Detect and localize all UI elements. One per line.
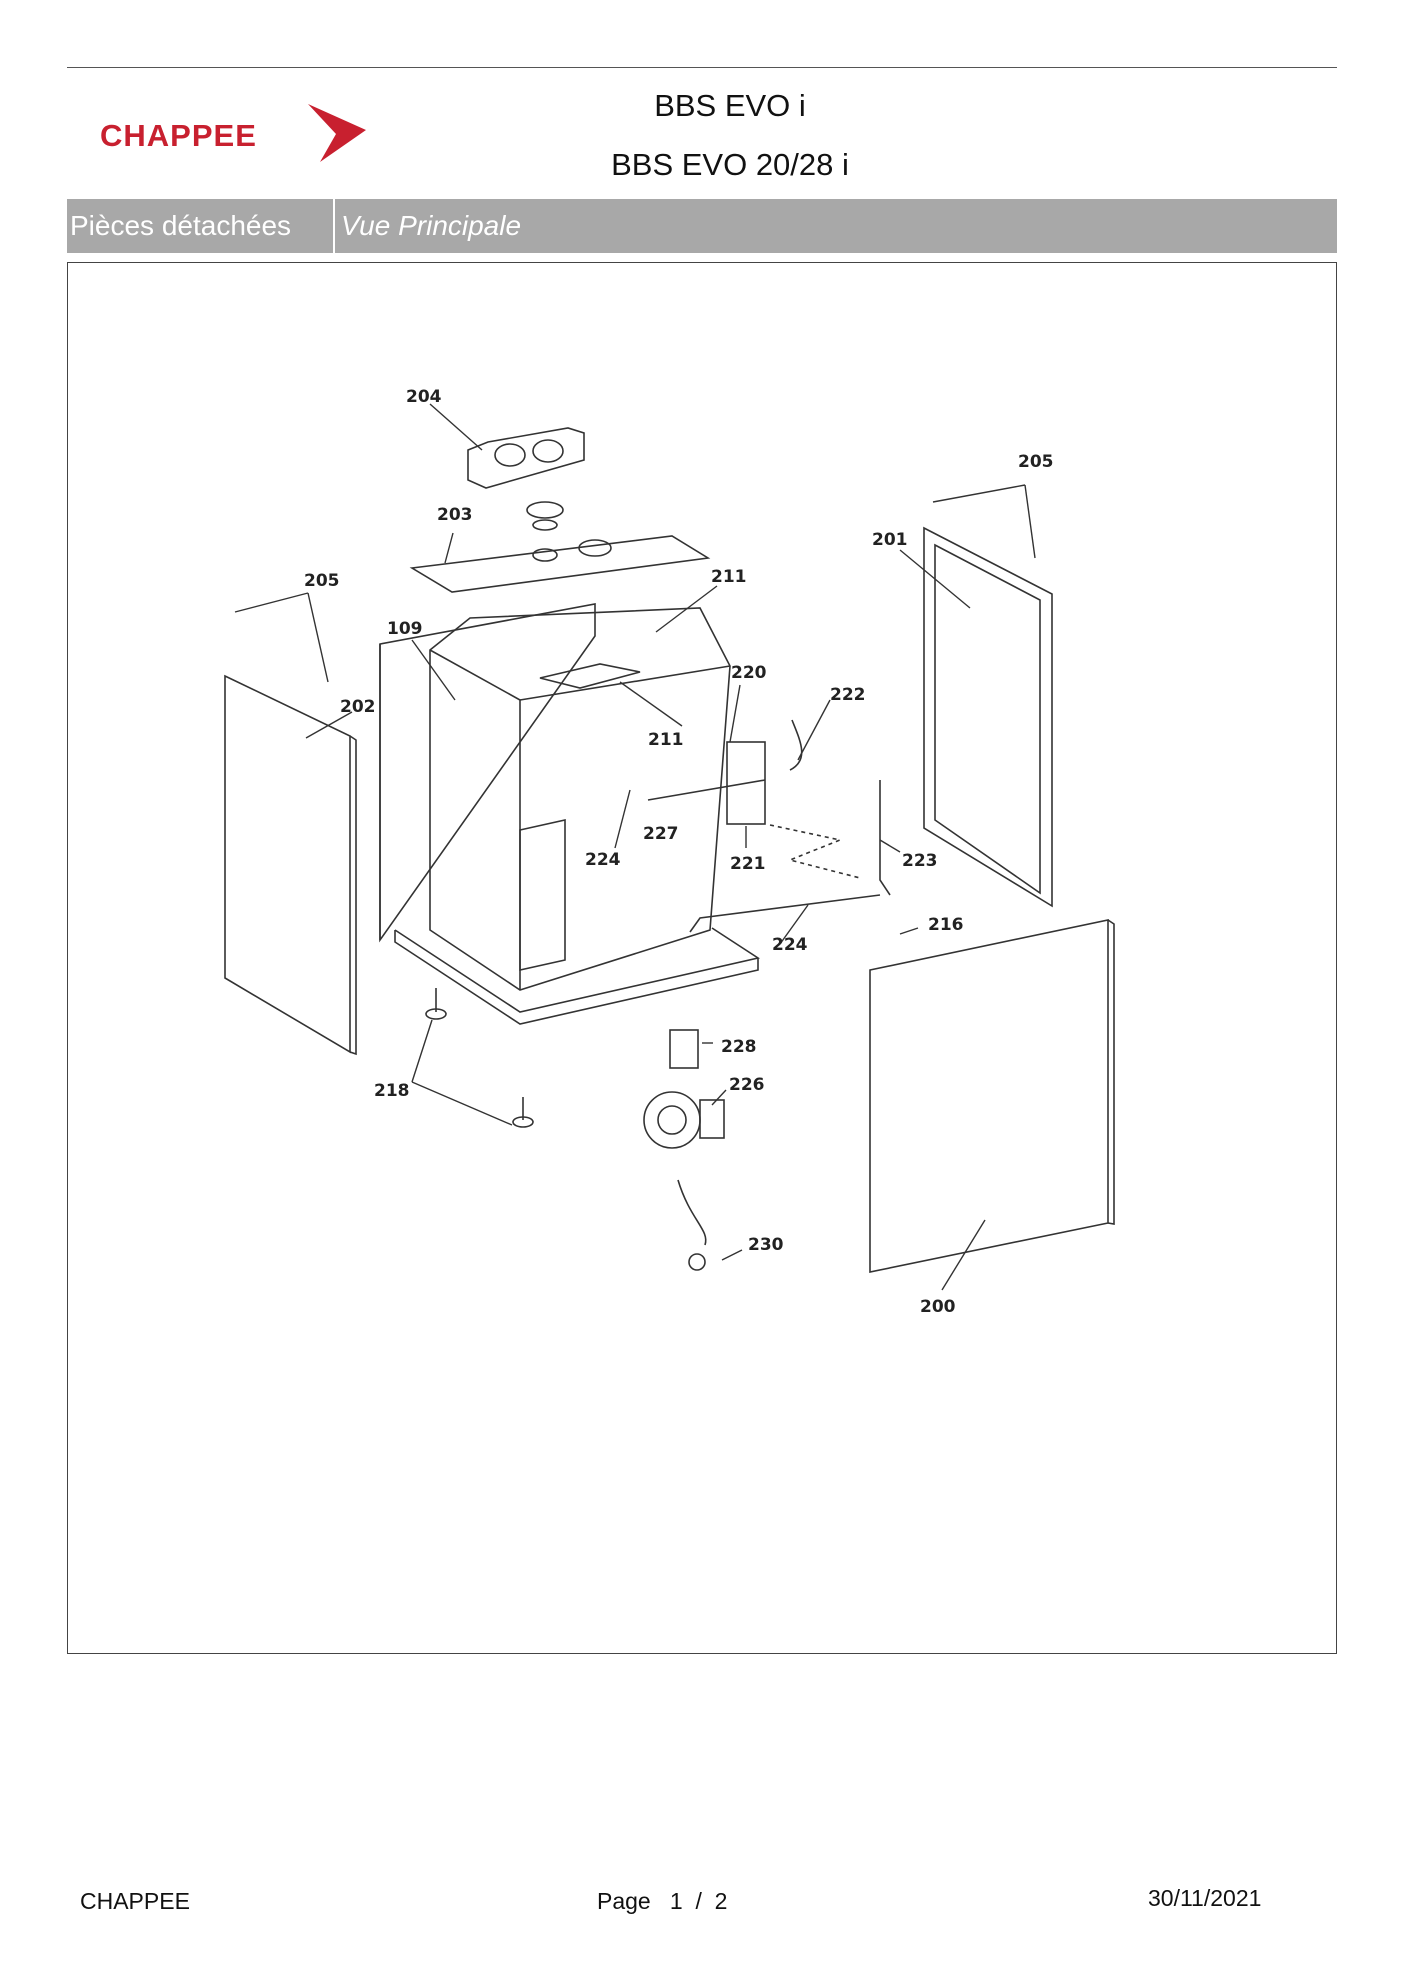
callout-203: 203: [437, 505, 473, 525]
model-subtitle: BBS EVO 20/28 i: [611, 147, 849, 182]
part-222-pipe: [789, 719, 803, 771]
callout-222: 222: [830, 685, 866, 705]
part-226-pump: [643, 1091, 701, 1149]
logo-chevron-icon: [308, 104, 366, 162]
section-bar: Pièces détachées Vue Principale: [67, 199, 1337, 253]
part-202-left-panel: [224, 674, 351, 1054]
part-base-plate: [394, 927, 761, 1013]
callout-226: 226: [729, 1075, 765, 1095]
footer-date: 30/11/2021: [1148, 1885, 1262, 1911]
callout-221: 221: [730, 854, 766, 874]
section-category: Pièces détachées: [70, 210, 292, 241]
footer-page-number: Page 1 / 2: [597, 1888, 728, 1914]
part-200-front-panel: [869, 919, 1109, 1273]
callout-211-top: 211: [711, 567, 747, 587]
leader-lines: [234, 403, 1036, 1291]
callout-227: 227: [643, 824, 679, 844]
callout-109: 109: [387, 619, 423, 639]
part-223-pipe: [879, 780, 891, 896]
part-230-pipe: [677, 1179, 707, 1246]
callout-204: 204: [406, 387, 442, 407]
part-pipe-227: [647, 779, 766, 801]
callout-202: 202: [340, 697, 376, 717]
part-220-heat-exchanger: [726, 741, 766, 825]
footer-company: CHAPPEE: [80, 1888, 190, 1914]
callout-205-right: 205: [1018, 452, 1054, 472]
callout-218: 218: [374, 1081, 410, 1101]
part-109-back-panel: [379, 603, 596, 943]
section-view-name: Vue Principale: [341, 210, 522, 241]
callout-224-bottom: 224: [772, 935, 808, 955]
part-203-top-plate: [409, 535, 711, 593]
callout-220: 220: [731, 663, 767, 683]
part-211-bracket: [539, 663, 641, 689]
callout-223: 223: [902, 851, 938, 871]
callout-211-mid: 211: [648, 730, 684, 750]
callout-201: 201: [872, 530, 908, 550]
logo-wordmark: CHAPPEE: [100, 118, 257, 153]
document-title: BBS EVO i: [654, 88, 806, 123]
callout-228: 228: [721, 1037, 757, 1057]
chappee-logo: CHAPPEE: [100, 104, 366, 162]
section-divider: [333, 199, 335, 253]
part-230-fitting: [688, 1253, 706, 1271]
part-204-hole: [494, 443, 526, 467]
part-228-valve: [669, 1029, 699, 1069]
part-204-cover: [467, 427, 585, 489]
callout-230: 230: [748, 1235, 784, 1255]
part-224-pipe: [689, 894, 881, 933]
callout-200: 200: [920, 1297, 956, 1317]
callout-224-left: 224: [585, 850, 621, 870]
part-204-hole: [532, 439, 564, 463]
header-rule: [67, 67, 1337, 68]
diagram-frame: [67, 262, 1337, 1654]
callout-205-left: 205: [304, 571, 340, 591]
part-tank-body: [429, 607, 731, 991]
part-201-right-frame: [923, 526, 1053, 908]
callout-216: 216: [928, 915, 964, 935]
